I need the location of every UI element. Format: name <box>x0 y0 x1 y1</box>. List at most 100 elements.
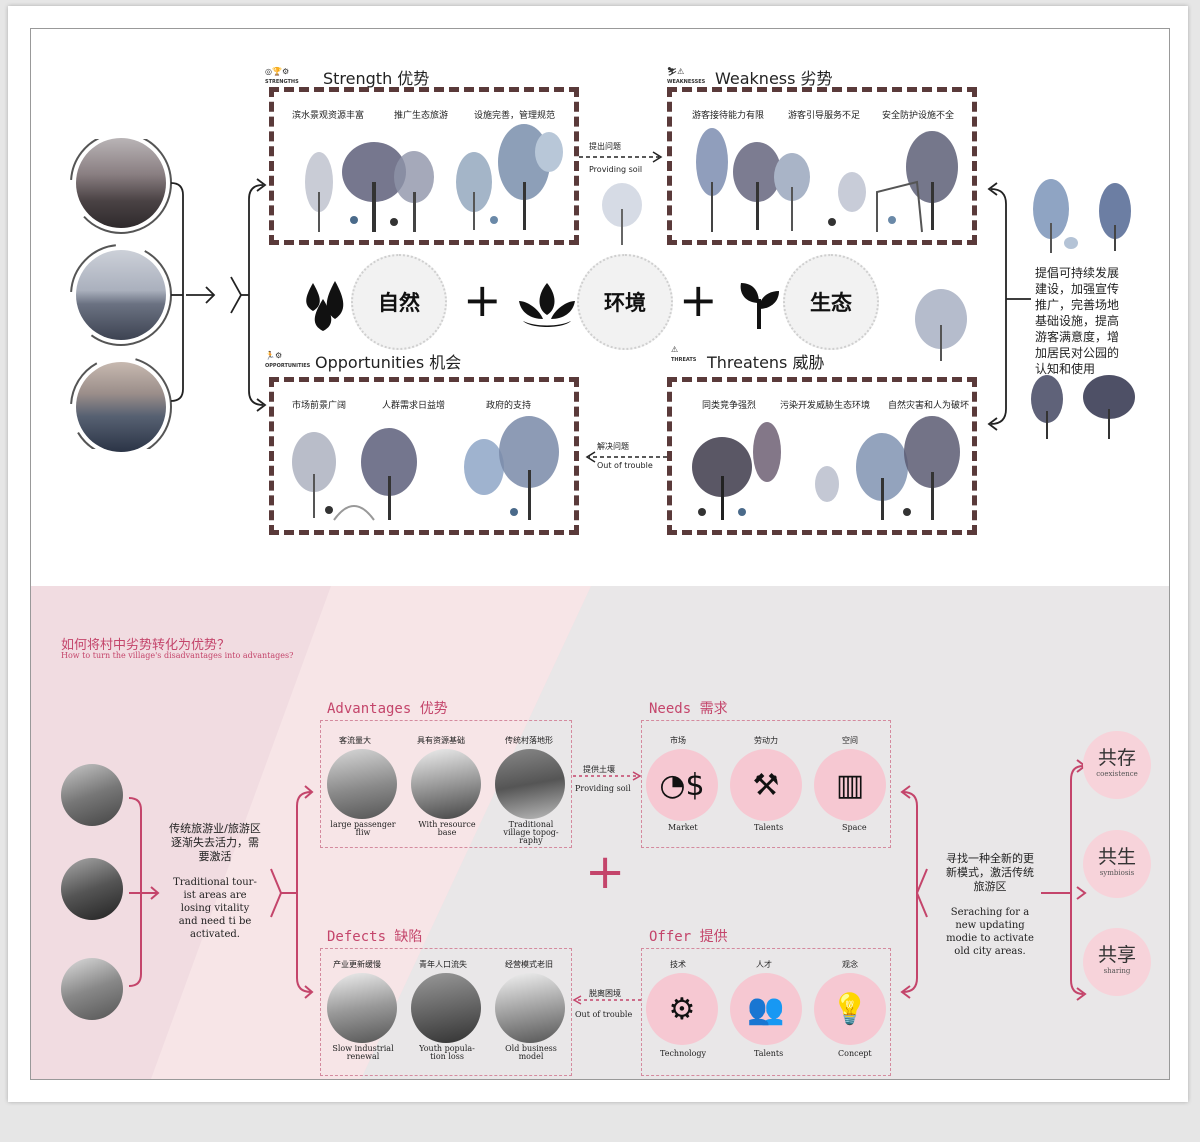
needs-item-3-cn: 空间 <box>842 736 858 745</box>
chart-dollar-icon: ◔$ <box>659 767 705 803</box>
strength-item-3: 设施完善，管理规范 <box>474 111 556 121</box>
top-connectors <box>170 151 1031 463</box>
needs-item-1-en: Market <box>668 823 698 832</box>
left-en-line-3: losing vitality <box>180 903 250 914</box>
def-photo-1 <box>327 973 397 1043</box>
right-en-line-2: new updating <box>955 920 1025 931</box>
def-item-2-cn: 青年人口流失 <box>419 960 467 969</box>
opportunities-title: Opportunities 机会 <box>315 353 462 372</box>
opportunities-box: 市场前景广阔 人群需求日益增 政府的支持 <box>269 377 579 535</box>
offer-title: Offer 提供 <box>649 929 728 945</box>
adv-item-1-en-2: fliw <box>355 828 371 837</box>
lotus-icon <box>519 283 575 327</box>
def-item-1-en-1: Slow industrial <box>332 1044 394 1053</box>
village-photo-2 <box>61 858 123 920</box>
poster-frame: ◎🏆⚙STRENGTHS Strength 优势 滨水景观资源丰富 推广生态旅游… <box>30 28 1170 1080</box>
threats-item-1: 同类竞争强烈 <box>702 401 757 411</box>
weakness-icon: ⛷⚠WEAKNESSES <box>667 67 706 85</box>
bottom-background-band <box>31 586 591 1079</box>
needs-item-2-bg <box>730 749 802 821</box>
def-item-3-en-1: Old business <box>505 1044 557 1053</box>
def-item-2-en: Youth popula-tion loss <box>407 1045 487 1061</box>
threats-item-2: 污染开发威胁生态环境 <box>780 401 871 411</box>
village-photo-1 <box>61 764 123 826</box>
strength-item-2: 推广生态旅游 <box>394 111 449 121</box>
arrow-ot-cn: 解决问题 <box>597 442 629 451</box>
adv-item-2-cn: 具有资源基础 <box>417 736 465 745</box>
strength-box: 滨水景观资源丰富 推广生态旅游 设施完善，管理规范 <box>269 87 579 245</box>
opportunities-item-1: 市场前景广阔 <box>292 401 347 411</box>
def-photo-3 <box>495 973 565 1043</box>
adv-item-3-en-2: village topog- <box>503 828 559 837</box>
offer-item-3-bg <box>814 973 886 1045</box>
needs-box: 市场 劳动力 空间 ◔$ ⚒ ▥ Market Talents Space <box>641 720 891 848</box>
weakness-title: Weakness 劣势 <box>715 69 833 88</box>
needs-item-2-en: Talents <box>754 823 784 832</box>
mid-right-tree-illustration <box>915 289 967 361</box>
offer-item-2-bg <box>730 973 802 1045</box>
arrow-bottom-cn: 脱离困境 <box>589 989 621 998</box>
right-side-text: 提倡可持续发展 建设，加强宣传 推广，完善场地 基础设施，提高 游客满意度，增 … <box>1035 265 1119 377</box>
left-en-line-1: Traditional tour- <box>173 877 257 888</box>
lightbulb-icon: 💡 <box>831 991 869 1027</box>
share-coexistence: 共存 coexistence <box>1083 731 1151 799</box>
def-item-3-cn: 经营模式老旧 <box>505 960 553 969</box>
bottom-plus-sign: + <box>585 844 626 900</box>
needs-title: Needs 需求 <box>649 701 728 717</box>
def-item-1-en-2: renewal <box>346 1052 380 1061</box>
adv-item-2-en-2: base <box>437 828 457 837</box>
right-cn-line-1: 寻找一种全新的更 <box>946 852 1034 865</box>
defects-title: Defects 缺陷 <box>327 929 423 945</box>
adv-photo-1 <box>327 749 397 819</box>
offer-item-3-cn: 观念 <box>842 960 858 969</box>
needs-item-1-bg <box>646 749 718 821</box>
side-text-line-6: 加居民对公园的 <box>1035 346 1120 360</box>
right-cn-line-2: 新模式，激活传统 <box>946 866 1034 879</box>
side-text-line-3: 推广，完善场地 <box>1035 298 1120 312</box>
arrow-sw-cn: 提出问题 <box>589 142 621 151</box>
arrow-bottom-en: Out of trouble <box>575 1010 633 1019</box>
right-cn-line-3: 旅游区 <box>973 880 1007 893</box>
right-en-text: Seraching for a new updating modie to ac… <box>931 906 1049 958</box>
village-photo-3 <box>61 958 123 1020</box>
center-nature: 自然 <box>351 254 447 350</box>
left-en-line-2: ist areas are <box>183 890 247 901</box>
weakness-item-3: 安全防护设施不全 <box>882 111 955 121</box>
left-cn-line-1: 传统旅游业/旅游区 <box>169 822 261 835</box>
right-en-line-1: Seraching for a <box>950 907 1030 918</box>
share-sharing-en: sharing <box>1103 967 1131 975</box>
center-ecology: 生态 <box>783 254 879 350</box>
side-text-line-7: 认知和使用 <box>1035 362 1096 376</box>
shore-photo <box>76 250 166 340</box>
weakness-trees-illustration <box>696 128 958 233</box>
left-cn-line-2: 逐渐失去活力，需 <box>171 836 259 849</box>
strength-item-1: 滨水景观资源丰富 <box>292 111 365 121</box>
offer-item-1-bg <box>646 973 718 1045</box>
share-symbiosis-en: symbiosis <box>1099 869 1135 877</box>
question-cn: 如何将村中劣势转化为优势？ <box>61 638 231 653</box>
right-en-line-4: old city areas. <box>954 946 1026 957</box>
side-text-line-4: 基础设施，提高 <box>1035 314 1120 328</box>
offer-item-2-cn: 人才 <box>756 960 772 969</box>
left-cn-line-3: 要激活 <box>198 850 232 863</box>
threats-title: Threatens 威胁 <box>707 353 825 372</box>
left-en-line-4: and need ti be <box>178 916 252 927</box>
reed-photo <box>76 138 166 228</box>
offer-item-1-cn: 技术 <box>670 960 686 969</box>
arrow-top-en: Providing soil <box>575 784 631 793</box>
opportunities-item-2: 人群需求日益增 <box>382 401 446 411</box>
adv-photo-2 <box>411 749 481 819</box>
threats-item-3: 自然灾害和人为破坏 <box>888 401 970 411</box>
needs-item-1-cn: 市场 <box>670 736 686 745</box>
threats-trees-illustration <box>692 416 960 520</box>
needs-item-3-bg <box>814 749 886 821</box>
paper-sheet: ◎🏆⚙STRENGTHS Strength 优势 滨水景观资源丰富 推广生态旅游… <box>8 6 1188 1102</box>
arrow-top-cn: 提供土壤 <box>583 765 615 774</box>
gears-icon: ⚙ <box>668 991 696 1027</box>
needs-item-2-cn: 劳动力 <box>754 736 778 745</box>
strength-trees-illustration <box>305 124 563 232</box>
arrow-ot-en: Out of trouble <box>597 461 653 470</box>
